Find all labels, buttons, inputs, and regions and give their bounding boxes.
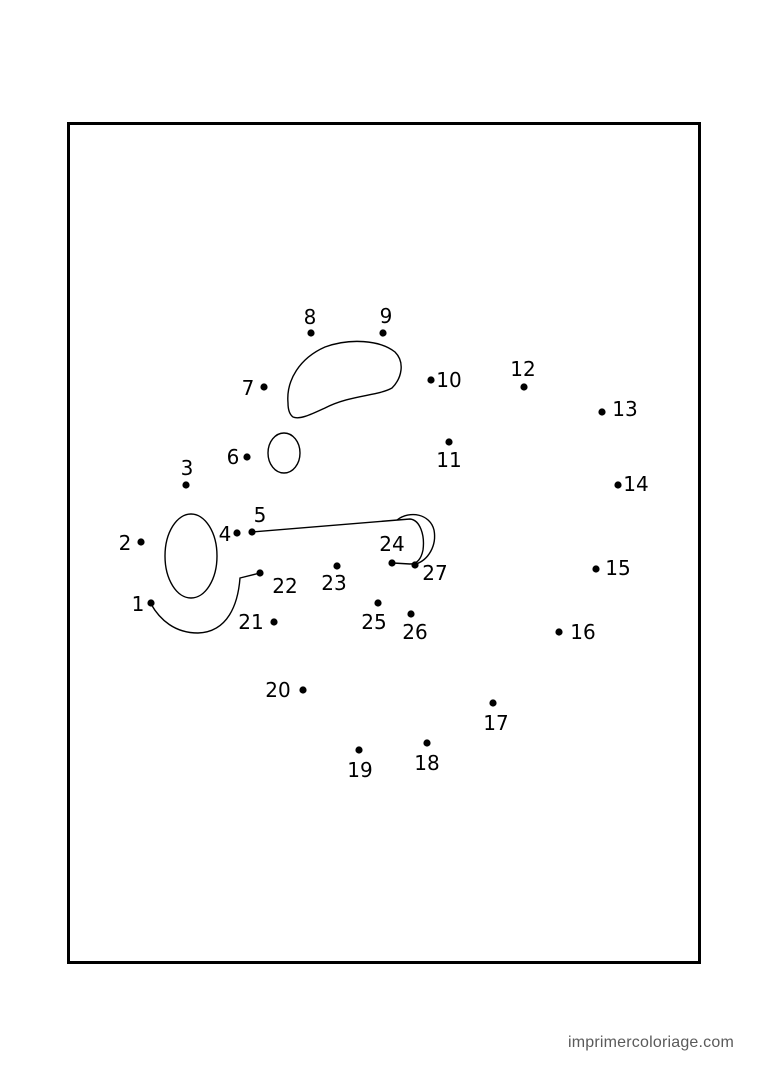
eye-outline: [287, 340, 402, 419]
nostril-outline: [267, 432, 301, 474]
dot-17: [489, 699, 497, 707]
dot-label-8: 8: [304, 305, 317, 329]
dot-label-19: 19: [347, 758, 372, 782]
dot-label-20: 20: [265, 678, 290, 702]
dot-label-16: 16: [570, 620, 595, 644]
dot-label-25: 25: [361, 610, 386, 634]
dot-22: [256, 569, 264, 577]
dot-label-10: 10: [436, 368, 461, 392]
mouth-corner-curl: [396, 513, 436, 565]
dot-label-23: 23: [321, 571, 346, 595]
dot-label-26: 26: [402, 620, 427, 644]
dot-6: [243, 453, 251, 461]
dot-label-27: 27: [422, 561, 447, 585]
cheek-curve: [150, 572, 261, 634]
ear-outline: [164, 513, 218, 599]
dot-25: [374, 599, 382, 607]
dot-label-24: 24: [379, 532, 404, 556]
dot-10: [427, 376, 435, 384]
dot-label-1: 1: [132, 592, 145, 616]
dot-label-14: 14: [623, 472, 648, 496]
dot-20: [299, 686, 307, 694]
dot-23: [333, 562, 341, 570]
dot-label-9: 9: [380, 304, 393, 328]
worksheet-frame: [67, 122, 701, 964]
dot-21: [270, 618, 278, 626]
dot-2: [137, 538, 145, 546]
dot-19: [355, 746, 363, 754]
dot-14: [614, 481, 622, 489]
dot-5: [248, 528, 256, 536]
dot-label-11: 11: [436, 448, 461, 472]
dot-label-15: 15: [605, 556, 630, 580]
dot-label-17: 17: [483, 711, 508, 735]
dot-8: [307, 329, 315, 337]
dot-label-7: 7: [242, 376, 255, 400]
dot-15: [592, 565, 600, 573]
dot-label-12: 12: [510, 357, 535, 381]
dot-9: [379, 329, 387, 337]
dot-16: [555, 628, 563, 636]
dot-label-21: 21: [238, 610, 263, 634]
dot-label-22: 22: [272, 574, 297, 598]
dot-label-2: 2: [119, 531, 132, 555]
dot-7: [260, 383, 268, 391]
site-credit: imprimercoloriage.com: [567, 1034, 734, 1051]
dot-12: [520, 383, 528, 391]
dot-label-6: 6: [227, 445, 240, 469]
dot-label-13: 13: [612, 397, 637, 421]
dot-label-4: 4: [219, 522, 232, 546]
dot-11: [445, 438, 453, 446]
dot-label-18: 18: [414, 751, 439, 775]
dot-18: [423, 739, 431, 747]
dot-13: [598, 408, 606, 416]
dot-label-3: 3: [181, 456, 194, 480]
dot-3: [182, 481, 190, 489]
dot-1: [147, 599, 155, 607]
dot-26: [407, 610, 415, 618]
dot-label-5: 5: [254, 503, 267, 527]
dot-4: [233, 529, 241, 537]
dot-24: [388, 559, 396, 567]
dot-27: [411, 561, 419, 569]
